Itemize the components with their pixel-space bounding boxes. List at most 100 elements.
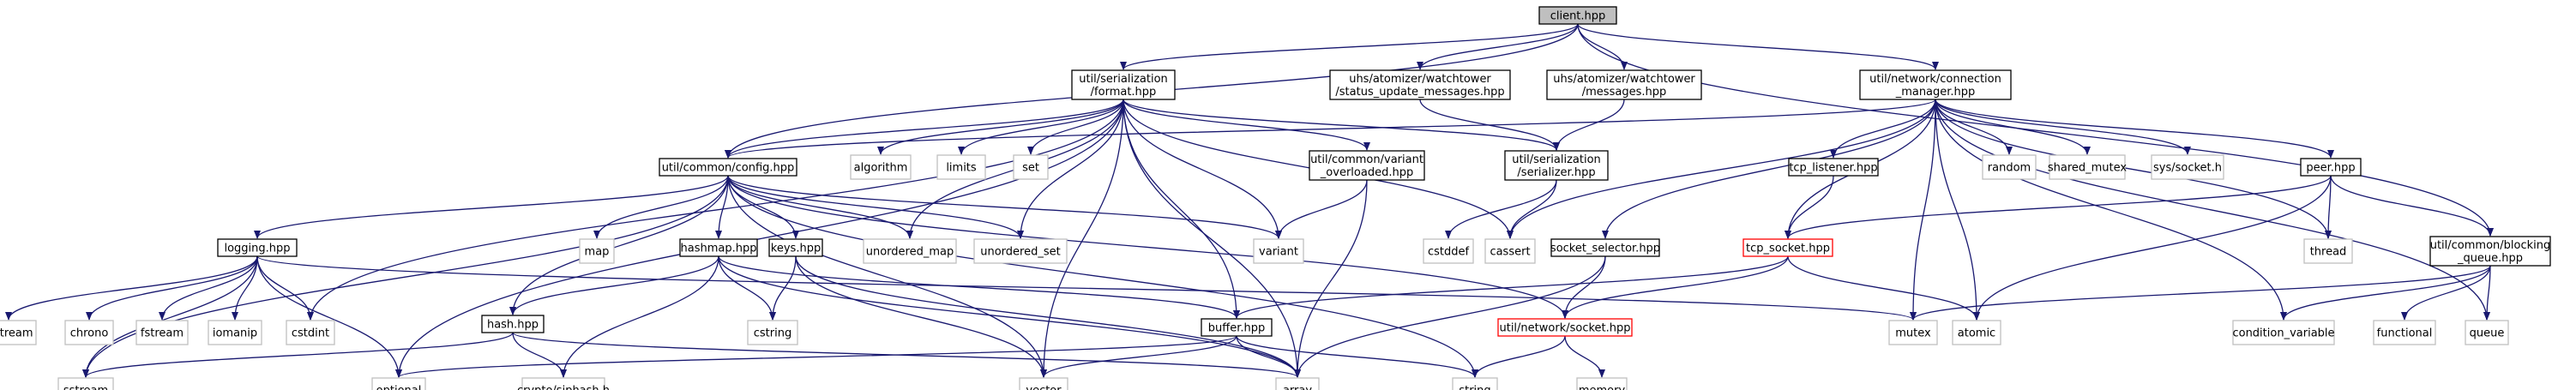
node-hashmap[interactable]: hashmap.hpp <box>679 238 758 257</box>
node-set[interactable]: set <box>1013 154 1049 180</box>
edge-tcp_socket-to-atomic <box>1787 255 1980 321</box>
edge-peer-to-tcp_socket <box>1785 175 2332 239</box>
node-label: /format.hpp <box>1091 86 1157 99</box>
node-siphash[interactable]: crypto/siphash.h <box>517 377 610 390</box>
node-box <box>521 377 605 390</box>
node-serializer[interactable]: util/serialization/serializer.hpp <box>1504 150 1609 181</box>
node-box <box>768 238 823 257</box>
node-unordered_set[interactable]: unordered_set <box>973 238 1068 264</box>
node-config[interactable]: util/common/config.hpp <box>659 158 797 177</box>
node-sys_socket[interactable]: sys/socket.h <box>2151 154 2224 180</box>
node-messages[interactable]: uhs/atomizer/watchtower/messages.hpp <box>1546 69 1702 100</box>
node-box <box>2429 236 2551 267</box>
node-label: util/serialization <box>1512 153 1601 166</box>
node-sstream[interactable]: sstream <box>57 377 114 390</box>
node-label: unordered_set <box>980 246 1060 259</box>
node-map[interactable]: map <box>579 238 615 264</box>
node-peer[interactable]: peer.hpp <box>2300 158 2362 177</box>
node-box <box>208 320 262 345</box>
edge-format-to-serializer <box>1122 99 1560 151</box>
edge-connmgr-to-config <box>725 99 1936 159</box>
node-cstdint[interactable]: cstdint <box>286 320 335 345</box>
node-box <box>1952 320 2001 345</box>
node-label: mutex <box>1895 327 1931 340</box>
node-box <box>1275 377 1320 390</box>
node-tcp_listener[interactable]: tcp_listener.hpp <box>1788 158 1879 177</box>
node-box <box>0 320 37 345</box>
edge-logging-to-optional <box>256 255 402 378</box>
node-limits[interactable]: limits <box>936 154 986 180</box>
edge-connmgr-to-socket_selector <box>1602 99 1936 239</box>
node-status[interactable]: uhs/atomizer/watchtower/status_update_me… <box>1329 69 1511 100</box>
node-box <box>1550 238 1660 257</box>
node-cstddef[interactable]: cstddef <box>1423 238 1474 264</box>
node-cstring[interactable]: cstring <box>747 320 798 345</box>
node-label: unordered_map <box>866 246 954 259</box>
node-box <box>2232 320 2335 345</box>
node-mutex[interactable]: mutex <box>1888 320 1938 345</box>
edge-hash-to-siphash <box>512 332 567 378</box>
node-thread[interactable]: thread <box>2303 238 2353 264</box>
node-string[interactable]: string <box>1452 377 1498 390</box>
node-atomic[interactable]: atomic <box>1952 320 2001 345</box>
node-buffer[interactable]: buffer.hpp <box>1201 318 1273 337</box>
node-socket[interactable]: util/network/socket.hpp <box>1497 318 1633 337</box>
node-chrono[interactable]: chrono <box>64 320 114 345</box>
edge-buffer-to-optional <box>395 335 1237 378</box>
node-cassert[interactable]: cassert <box>1484 238 1536 264</box>
node-memory[interactable]: memory <box>1576 377 1628 390</box>
node-queue[interactable]: queue <box>2465 320 2509 345</box>
node-box <box>850 154 912 180</box>
node-label: thread <box>2310 246 2347 259</box>
node-keys[interactable]: keys.hpp <box>768 238 823 257</box>
node-box <box>1859 69 2012 100</box>
node-label: keys.hpp <box>771 243 821 255</box>
node-variant[interactable]: variant <box>1253 238 1304 264</box>
edge-hash-to-sstream <box>82 332 514 378</box>
node-fstream[interactable]: fstream <box>135 320 189 345</box>
node-label: buffer.hpp <box>1208 322 1265 335</box>
edge-format-to-algorithm <box>877 99 1124 155</box>
dependency-edges <box>5 23 2494 378</box>
node-array[interactable]: array <box>1275 377 1320 390</box>
edge-blocking_queue-to-mutex <box>1910 265 2491 321</box>
node-condition_variable[interactable]: condition_variable <box>2232 320 2335 345</box>
node-connmgr[interactable]: util/network/connection_manager.hpp <box>1859 69 2012 100</box>
node-shared_mutex[interactable]: shared_mutex <box>2048 154 2128 180</box>
edge-buffer-to-array <box>1236 335 1301 378</box>
node-functional[interactable]: functional <box>2373 320 2436 345</box>
node-box <box>1788 158 1879 177</box>
node-label: util/serialization <box>1079 73 1168 86</box>
node-box <box>2049 154 2126 180</box>
edge-config-to-sstream <box>82 175 729 378</box>
node-algorithm[interactable]: algorithm <box>850 154 912 180</box>
node-hash[interactable]: hash.hpp <box>481 315 545 333</box>
node-label: algorithm <box>854 162 908 175</box>
node-box <box>936 154 986 180</box>
edge-buffer-to-vector <box>1040 335 1237 378</box>
node-vector[interactable]: vector <box>1019 377 1068 390</box>
node-label: vector <box>1026 385 1062 390</box>
node-tcp_socket[interactable]: tcp_socket.hpp <box>1742 238 1833 257</box>
edge-peer-to-blocking_queue <box>2330 175 2494 237</box>
node-variant_ol[interactable]: util/common/variant_overloaded.hpp <box>1309 150 1425 181</box>
node-logging[interactable]: logging.hpp <box>217 238 298 257</box>
node-label: iostream <box>0 327 33 340</box>
node-label: cassert <box>1490 246 1530 259</box>
node-label: queue <box>2470 327 2505 340</box>
node-socket_selector[interactable]: socket_selector.hpp <box>1550 238 1660 257</box>
node-unordered_map[interactable]: unordered_map <box>863 238 957 264</box>
edge-format-to-vector <box>1040 99 1124 378</box>
edge-hashmap-to-siphash <box>560 255 719 378</box>
edge-config-to-hashmap <box>715 175 729 239</box>
node-iomanip[interactable]: iomanip <box>208 320 262 345</box>
node-iostream[interactable]: iostream <box>0 320 37 345</box>
node-client[interactable]: client.hpp <box>1538 6 1617 25</box>
node-blocking_queue[interactable]: util/common/blocking_queue.hpp <box>2429 236 2551 267</box>
node-random[interactable]: random <box>1982 154 2037 180</box>
edge-socket_selector-to-socket <box>1562 255 1606 319</box>
node-box <box>1576 377 1628 390</box>
node-optional[interactable]: optional <box>371 377 426 390</box>
node-format[interactable]: util/serialization/format.hpp <box>1071 69 1176 100</box>
edge-tcp_socket-to-buffer <box>1233 255 1789 319</box>
